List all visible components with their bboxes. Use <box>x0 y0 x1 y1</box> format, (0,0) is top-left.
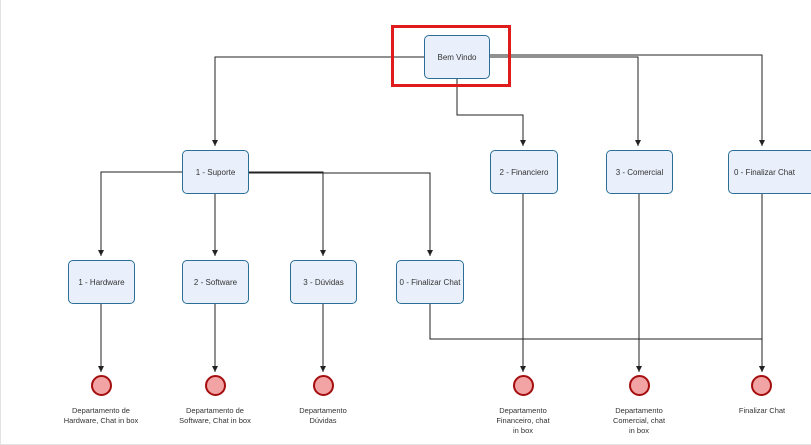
node-hardware[interactable]: 1 - Hardware <box>68 260 135 304</box>
end-label-financeiro: Departamento Financeiro, chat in box <box>473 406 573 436</box>
node-comercial[interactable]: 3 - Comercial <box>606 150 673 194</box>
selection-highlight <box>391 25 511 87</box>
end-label-line: Departamento de <box>186 406 244 415</box>
connector-bemvindo-comercial <box>490 56 641 146</box>
connector-bemvindo-financiero <box>456 79 526 146</box>
end-label-line: Financeiro, chat <box>496 416 550 425</box>
end-event-finalizar[interactable] <box>751 375 772 396</box>
end-label-line: in box <box>628 426 649 435</box>
end-label-line: Hardware, Chat in box <box>63 416 139 425</box>
node-finalizar-chat-top[interactable]: 0 - Finalizar Chat <box>728 150 811 194</box>
connector-bemvindo-finalizar <box>490 54 765 146</box>
connector-suporte-finalizar <box>248 172 433 256</box>
end-label-line: Dúvidas <box>309 416 337 425</box>
end-event-duvidas[interactable] <box>313 375 334 396</box>
end-event-hardware[interactable] <box>91 375 112 396</box>
end-label-duvidas: Departamento Dúvidas <box>273 406 373 426</box>
end-event-software[interactable] <box>205 375 226 396</box>
connector-suporte-duvidas <box>248 171 326 256</box>
node-duvidas[interactable]: 3 - Dúvidas <box>290 260 357 304</box>
end-label-line: in box <box>512 426 533 435</box>
node-suporte[interactable]: 1 - Suporte <box>182 150 249 194</box>
connector-finalizarsub-end <box>429 304 765 372</box>
end-event-comercial[interactable] <box>629 375 650 396</box>
end-label-comercial: Departamento Comercial, chat in box <box>589 406 689 436</box>
end-label-line: Departamento <box>299 406 347 415</box>
end-label-line: Comercial, chat <box>612 416 666 425</box>
end-label-line: Departamento <box>499 406 547 415</box>
end-label-finalizar: Finalizar Chat <box>712 406 811 416</box>
end-label-software: Departamento de Software, Chat in box <box>165 406 265 426</box>
end-event-financeiro[interactable] <box>513 375 534 396</box>
node-financiero[interactable]: 2 - Financiero <box>490 150 558 194</box>
node-finalizar-chat-sub[interactable]: 0 - Finalizar Chat <box>396 260 464 304</box>
connector-suporte-hardware <box>98 171 182 256</box>
connector-bemvindo-suporte <box>212 56 424 146</box>
end-label-line: Departamento de <box>72 406 130 415</box>
end-label-line: Departamento <box>615 406 663 415</box>
end-label-line: Software, Chat in box <box>179 416 251 425</box>
node-software[interactable]: 2 - Software <box>182 260 249 304</box>
end-label-line: Finalizar Chat <box>738 406 786 415</box>
end-label-hardware: Departamento de Hardware, Chat in box <box>51 406 151 426</box>
node-bem-vindo[interactable]: Bem Vindo <box>424 35 490 79</box>
